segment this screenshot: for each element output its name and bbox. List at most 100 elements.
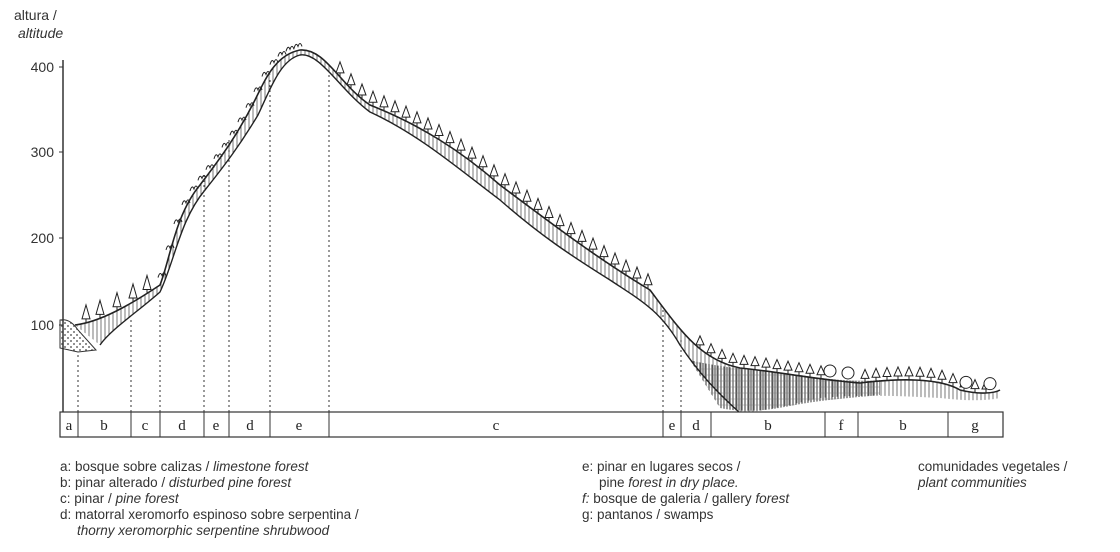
legend-key: d: — [60, 507, 72, 522]
pine-tree-icon — [555, 213, 565, 230]
pine-tree-icon — [379, 94, 389, 111]
pine-tree-icon — [500, 172, 510, 189]
legend-text-es: pantanos / swamps — [597, 507, 714, 522]
pine-tree-icon — [783, 359, 793, 375]
pine-tree-icon — [522, 188, 532, 206]
shrub-icon — [157, 272, 167, 278]
round-tree-icon — [823, 364, 837, 378]
zone-label-d: d — [692, 418, 700, 434]
zone-label-b: b — [764, 418, 772, 434]
caption-es: comunidades vegetales / — [918, 459, 1068, 474]
zone-label-d: d — [178, 418, 186, 434]
pine-tree-icon — [871, 367, 881, 382]
pine-tree-icon — [970, 378, 980, 393]
pine-tree-icon — [390, 99, 400, 116]
shrub-icon — [197, 174, 207, 181]
pine-tree-icon — [511, 180, 521, 197]
legend-item-e-en: pine forest in dry place. — [582, 475, 789, 491]
pine-tree-icon — [882, 366, 892, 381]
shrub-icon — [261, 70, 271, 77]
shrub-icon — [293, 42, 303, 49]
axis-label-en: altitude — [18, 25, 63, 41]
pine-tree-icon — [142, 273, 152, 294]
y-tick-label: 100 — [31, 317, 55, 333]
round-tree-icon — [959, 375, 973, 389]
pine-tree-icon — [456, 137, 466, 155]
pine-tree-icon — [357, 82, 367, 100]
pine-tree-icon — [335, 60, 345, 77]
zone-label-e: e — [669, 418, 676, 434]
legend-item-g: g: pantanos / swamps — [582, 507, 789, 523]
shrub-icon — [285, 45, 295, 52]
legend-item-f: f: bosque de galeria / gallery forest — [582, 491, 789, 507]
caption-plant-communities: comunidades vegetales / plant communitie… — [918, 459, 1067, 491]
pine-tree-icon — [937, 369, 947, 384]
lowland-dense-soil — [690, 360, 880, 411]
y-tick-label: 200 — [31, 230, 55, 246]
zone-boundary-lines — [77, 75, 682, 412]
zone-dividers — [77, 412, 949, 437]
zone-label-b: b — [899, 418, 907, 434]
zone-label-b: b — [100, 418, 108, 434]
legend-text-es: matorral xeromorfo espinoso sobre serpen… — [75, 507, 359, 522]
legend-text-en: limestone forest — [213, 459, 309, 474]
zone-label-c: c — [493, 418, 500, 434]
shrub-icon — [277, 51, 287, 57]
pine-tree-icon — [577, 228, 587, 246]
caption-en: plant communities — [918, 475, 1027, 490]
pine-tree-icon — [728, 352, 738, 367]
zone-label-a: a — [66, 418, 73, 434]
pine-tree-icon — [643, 272, 653, 289]
zone-strip — [59, 411, 1004, 438]
zone-label-e: e — [296, 418, 303, 434]
pine-tree-icon — [112, 290, 122, 311]
pine-tree-icon — [445, 130, 455, 147]
legend-item-e: e: pinar en lugares secos / — [582, 459, 789, 475]
pine-tree-icon — [904, 365, 914, 380]
pine-tree-icon — [948, 372, 958, 387]
pine-tree-icon — [805, 363, 815, 378]
shrub-icon — [221, 141, 231, 148]
round-tree-icon — [841, 366, 855, 380]
pine-tree-icon — [772, 358, 782, 373]
legend-item-d: d: matorral xeromorfo espinoso sobre ser… — [60, 507, 359, 523]
shrub-icon — [173, 218, 183, 225]
shrub-icon — [165, 244, 175, 251]
y-tick-label: 400 — [31, 59, 55, 75]
legend-text-es: bosque de galeria / gallery — [593, 491, 752, 506]
terrain-profile-lower — [99, 54, 741, 414]
shrub-icon — [189, 185, 199, 192]
pine-tree-icon — [926, 367, 936, 382]
y-tick-label: 300 — [31, 144, 55, 160]
limestone-rock — [59, 319, 98, 353]
legend-key: f: — [582, 491, 590, 506]
pine-tree-icon — [893, 365, 903, 380]
legend-key: g: — [582, 507, 594, 522]
legend-text-es: pinar en lugares secos / — [597, 459, 741, 474]
pine-tree-icon — [794, 361, 804, 376]
pine-tree-icon — [423, 116, 433, 133]
gallery-forest-trees — [823, 364, 997, 391]
pine-tree-icon — [750, 355, 760, 370]
shrub-icon — [181, 199, 191, 206]
zone-label-e: e — [213, 418, 220, 434]
pine-tree-icon — [412, 110, 422, 127]
pine-tree-icon — [816, 364, 826, 379]
pine-tree-icon — [401, 104, 411, 122]
round-tree-icon — [983, 377, 997, 391]
pine-tree-icon — [632, 265, 642, 283]
legend-text-en-pre: pine — [599, 475, 625, 490]
legend-item-b: b: pinar alterado / disturbed pine fores… — [60, 475, 359, 491]
legend-left: a: bosque sobre calizas / limestone fore… — [60, 459, 359, 539]
legend-text-en: forest — [755, 491, 790, 506]
pine-tree-icon — [95, 298, 105, 319]
pine-tree-icon — [599, 244, 609, 261]
pine-tree-icon — [695, 334, 705, 349]
legend-text-en: disturbed pine forest — [168, 475, 292, 490]
pine-tree-icon — [610, 251, 620, 268]
pine-tree-icon — [544, 205, 554, 222]
legend-item-d-en: thorny xeromorphic serpentine shrubwood — [77, 523, 330, 538]
shrub-icon — [253, 86, 263, 93]
pine-tree-icon — [915, 366, 925, 381]
